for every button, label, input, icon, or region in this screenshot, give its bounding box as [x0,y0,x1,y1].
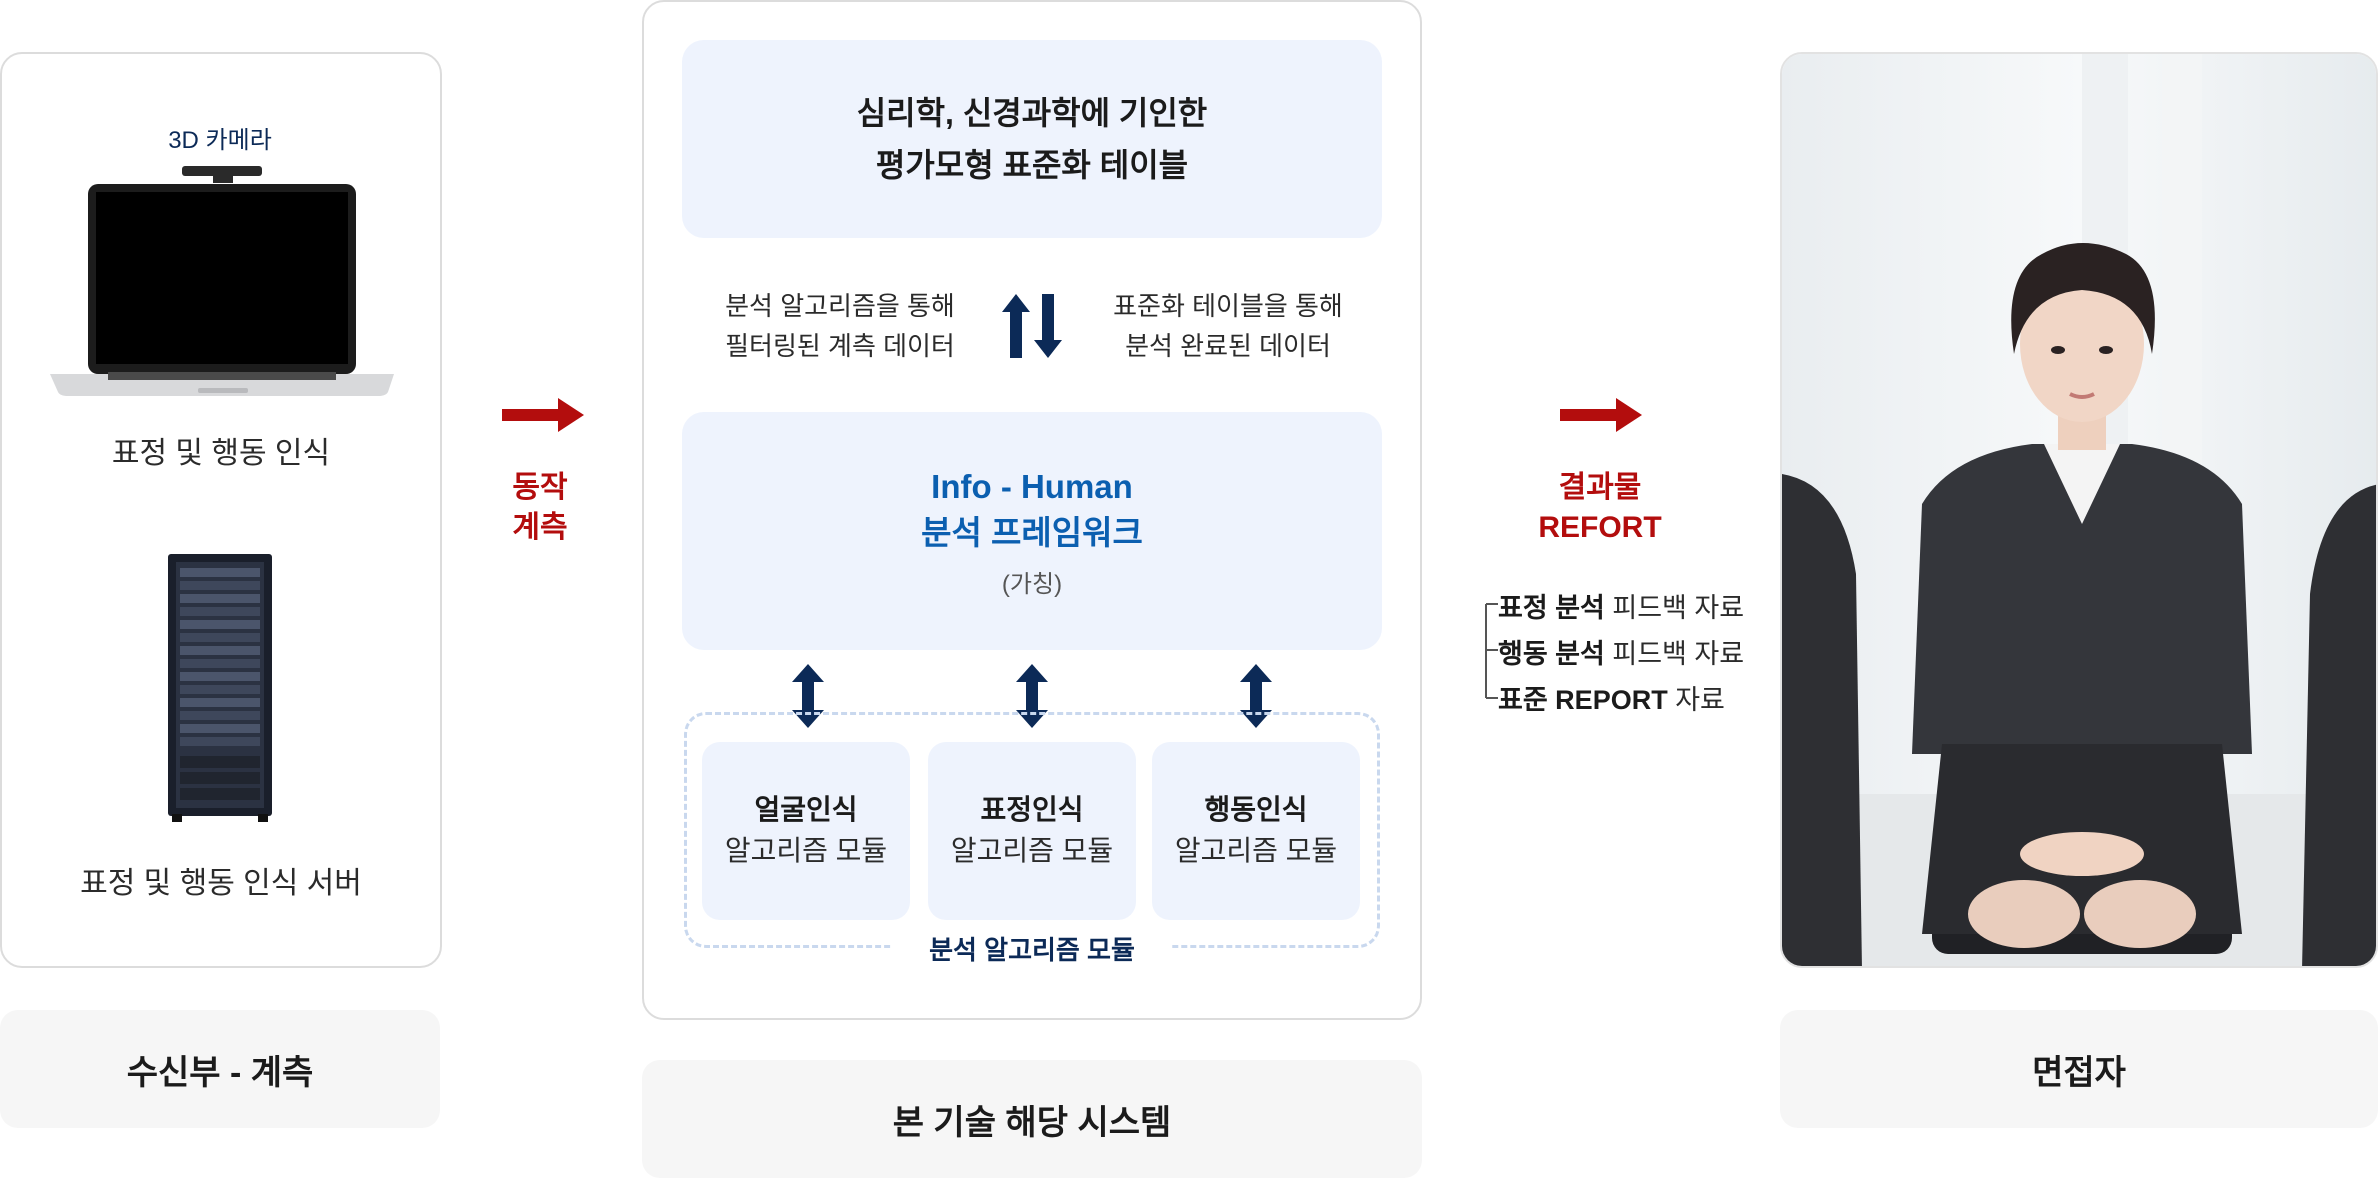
standard-table-line1: 심리학, 신경과학에 기인한 [856,95,1208,131]
module-face-recognition: 얼굴인식 알고리즘 모듈 [702,742,910,920]
result-label: 결과물 REFORT [1500,468,1700,548]
server-slot [180,685,260,694]
filtered-data-note-line2: 필터링된 계측 데이터 [725,331,955,361]
arrow-right-icon [1560,398,1642,432]
module-subtitle: 알고리즘 모듈 [1174,835,1338,866]
module-title: 얼굴인식 [754,794,858,826]
laptop-icon [50,166,394,396]
server-slot [180,724,260,733]
feedback-item-expression: 표정 분석 피드백 자료 [1498,586,1744,625]
server-caption: 표정 및 행동 인식 서버 [80,867,362,900]
filtered-data-note-line1: 분석 알고리즘을 통해 [725,291,955,321]
server-slot [180,672,260,681]
server-slot [180,659,260,668]
laptop-caption: 표정 및 행동 인식 [111,437,331,470]
feedback-item-rest: 자료 [1667,685,1725,715]
server-slot [180,711,260,720]
filtered-data-note: 분석 알고리즘을 통해 필터링된 계측 데이터 [690,286,990,366]
analyzed-data-note-line2: 분석 완료된 데이터 [1125,331,1331,361]
server-slot [180,568,260,577]
measure-label-line2: 계측 [512,511,568,544]
module-subtitle: 알고리즘 모듈 [950,835,1114,866]
interviewee-illustration [1782,54,2376,966]
interviewee-photo [1780,52,2378,968]
module-behavior-recognition: 행동인식 알고리즘 모듈 [1152,742,1360,920]
feedback-item-rest: 피드백 자료 [1604,639,1745,669]
server-slot [180,633,260,642]
system-section-label: 본 기술 해당 시스템 [642,1060,1422,1178]
feedback-item-behavior: 행동 분석 피드백 자료 [1498,632,1744,671]
camera-label: 3D 카메라 [168,127,272,154]
arrow-right-icon [502,398,584,432]
result-label-line1: 결과물 [1558,471,1642,504]
module-subtitle: 알고리즘 모듈 [724,835,888,866]
standard-table-box: 심리학, 신경과학에 기인한 평가모형 표준화 테이블 [682,40,1382,238]
feedback-item-bold: 표정 분석 [1498,593,1605,623]
exchange-arrows-icon [1002,294,1062,358]
framework-subtitle: 분석 프레임워크 [921,513,1143,551]
server-slot [180,646,260,655]
server-drive [180,788,260,800]
server-drive [180,772,260,784]
framework-note: (가칭) [1001,570,1063,598]
server-rack-icon [168,554,272,822]
server-slot [180,737,260,746]
standard-table-line2: 평가모형 표준화 테이블 [875,147,1189,183]
module-title: 행동인식 [1204,794,1308,826]
analyzed-data-note: 표준화 테이블을 통해 분석 완료된 데이터 [1078,286,1378,366]
receiver-section-label: 수신부 - 계측 [0,1010,440,1128]
module-title: 표정인식 [980,794,1084,826]
server-drive [180,756,260,768]
module-expression-recognition: 표정인식 알고리즘 모듈 [928,742,1136,920]
measure-label: 동작 계측 [470,468,610,548]
server-slot [180,607,260,616]
result-label-line2: REFORT [1538,511,1662,544]
feedback-item-bold: 표준 REPORT [1498,685,1668,715]
feedback-item-bold: 행동 분석 [1498,639,1605,669]
server-slot [180,620,260,629]
feedback-item-rest: 피드백 자료 [1604,593,1745,623]
framework-box: Info - Human 분석 프레임워크 (가칭) [682,412,1382,650]
interviewee-section-label: 면접자 [1780,1010,2378,1128]
analyzed-data-note-line1: 표준화 테이블을 통해 [1113,291,1343,321]
framework-title: Info - Human [931,467,1133,505]
server-slot [180,594,260,603]
bracket-lines [1485,603,1498,699]
measure-label-line1: 동작 [512,471,568,504]
feedback-item-report: 표준 REPORT 자료 [1498,678,1725,717]
server-slot [180,698,260,707]
server-slot [180,581,260,590]
module-group-label: 분석 알고리즘 모듈 [892,930,1172,967]
